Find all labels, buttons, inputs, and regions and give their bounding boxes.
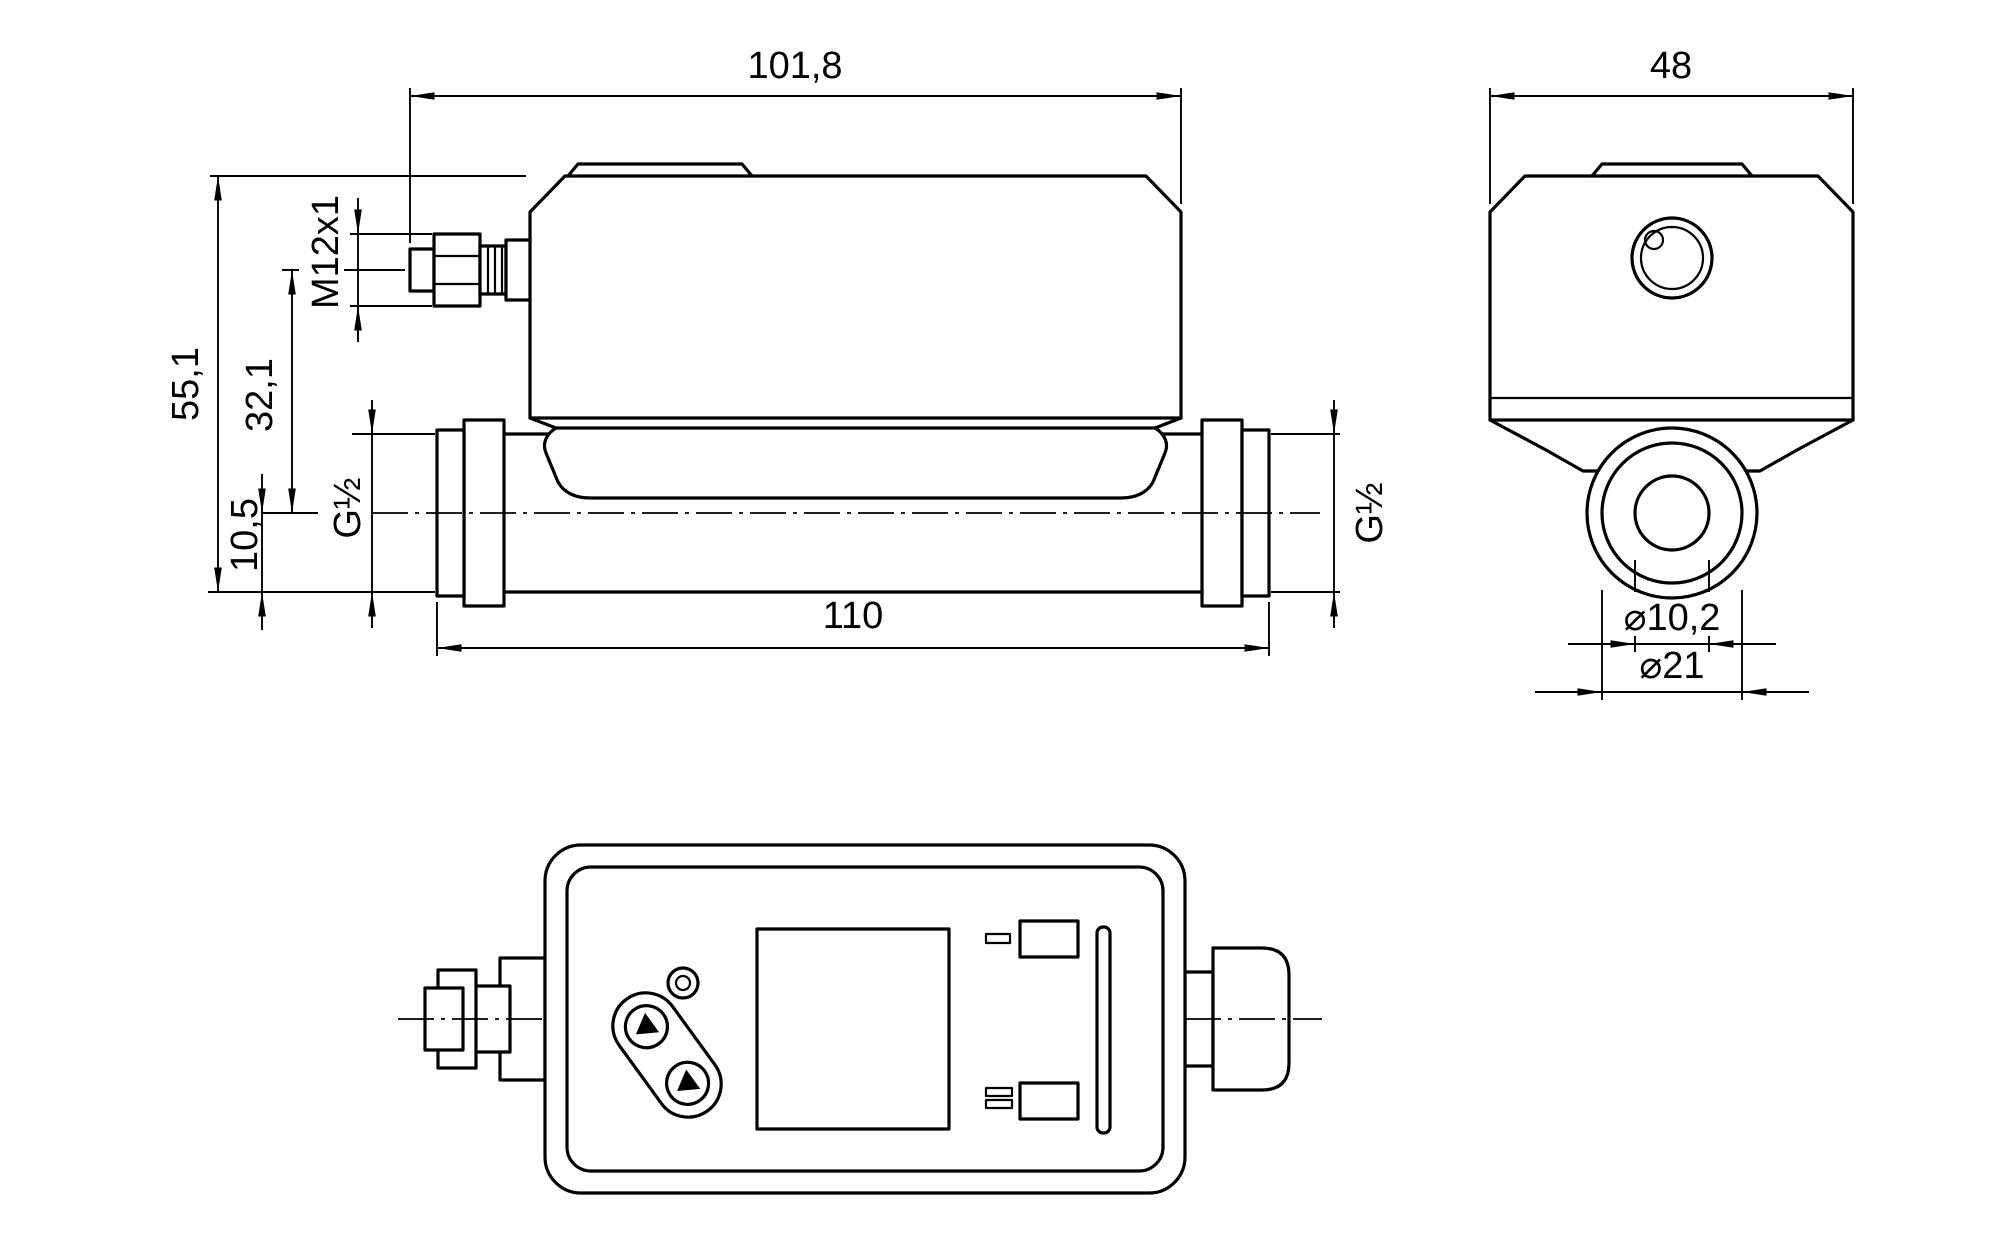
extension-lines (1489, 88, 1854, 204)
dim-front-width: 48 (1489, 45, 1854, 204)
m12-flange (504, 238, 534, 302)
flange-outer-circle (1585, 426, 1759, 600)
housing-body (528, 174, 1183, 420)
marking-bar-bottom-1 (984, 1086, 1014, 1098)
connector-keyway (1643, 229, 1665, 251)
dim-height-total-label: 55,1 (165, 347, 207, 421)
marking-bar-bottom-2 (984, 1098, 1014, 1110)
dim-pipe-od: ⌀21 (1535, 590, 1809, 700)
front-top-tab (1590, 162, 1754, 178)
dim-thread-right: G½ (1271, 400, 1391, 628)
connector-face-inner (1639, 225, 1705, 291)
housing-top-tab (566, 162, 754, 178)
housing-outline-inner (565, 865, 1165, 1173)
dim-connector-thread: M12x1 (305, 195, 432, 342)
thread-right-label: G½ (1349, 482, 1391, 543)
button-down[interactable] (658, 1054, 717, 1113)
dim-front-width-label: 48 (1650, 45, 1692, 87)
connector-face-outer (1630, 216, 1714, 300)
dim-width-top-label: 101,8 (747, 45, 842, 87)
dim-pipe-od-label: ⌀21 (1639, 645, 1704, 687)
side-view: 101,8 55,1 32,1 10,5 M12x1 (165, 45, 1391, 656)
m12-hex-facets (434, 254, 480, 286)
m12-tip (408, 247, 436, 293)
front-view: 48 ⌀10,2 ⌀21 (1488, 45, 1855, 700)
extension-lines (352, 433, 435, 593)
led-indicator-outer (666, 966, 700, 1000)
display-window (755, 927, 951, 1131)
extension-lines (350, 233, 432, 307)
m12-thread-lines (486, 246, 504, 294)
housing-shoulder (528, 416, 1183, 430)
dim-pipe-length-label: 110 (823, 595, 884, 637)
button-group (611, 991, 723, 1119)
extension-lines (1601, 590, 1743, 700)
dim-bore-diameter-label: ⌀10,2 (1624, 597, 1721, 639)
m12-hex-nut (432, 232, 482, 308)
marking-rect-top (1018, 919, 1080, 959)
extension-lines (409, 88, 1182, 243)
pipe-od-circle (1600, 441, 1744, 585)
dim-pipe-radius: 10,5 (224, 474, 266, 630)
sensor-hull (542, 426, 1169, 500)
dim-pipe-length: 110 (436, 595, 1270, 656)
marking-bar-top (984, 932, 1012, 945)
dim-axis-offset: 32,1 (239, 269, 405, 514)
dim-width-top: 101,8 (409, 45, 1182, 243)
led-indicator-inner (674, 974, 692, 992)
thread-left-label: G½ (327, 477, 369, 538)
button-up-arrow-icon (635, 1012, 660, 1035)
housing-outline-outer (543, 843, 1187, 1195)
dim-pipe-radius-label: 10,5 (224, 498, 266, 572)
marking-rect-bottom (1018, 1081, 1080, 1121)
top-down-view (398, 843, 1322, 1195)
extension-lines (1271, 433, 1340, 593)
button-pill (611, 991, 723, 1119)
bore-circle (1633, 474, 1711, 552)
connector-thread-label: M12x1 (305, 195, 347, 309)
dim-thread-left: G½ (327, 400, 435, 628)
dim-axis-offset-label: 32,1 (239, 358, 281, 432)
button-down-arrow-icon (677, 1069, 701, 1091)
vent-slot (1095, 925, 1112, 1135)
button-up[interactable] (617, 997, 676, 1056)
